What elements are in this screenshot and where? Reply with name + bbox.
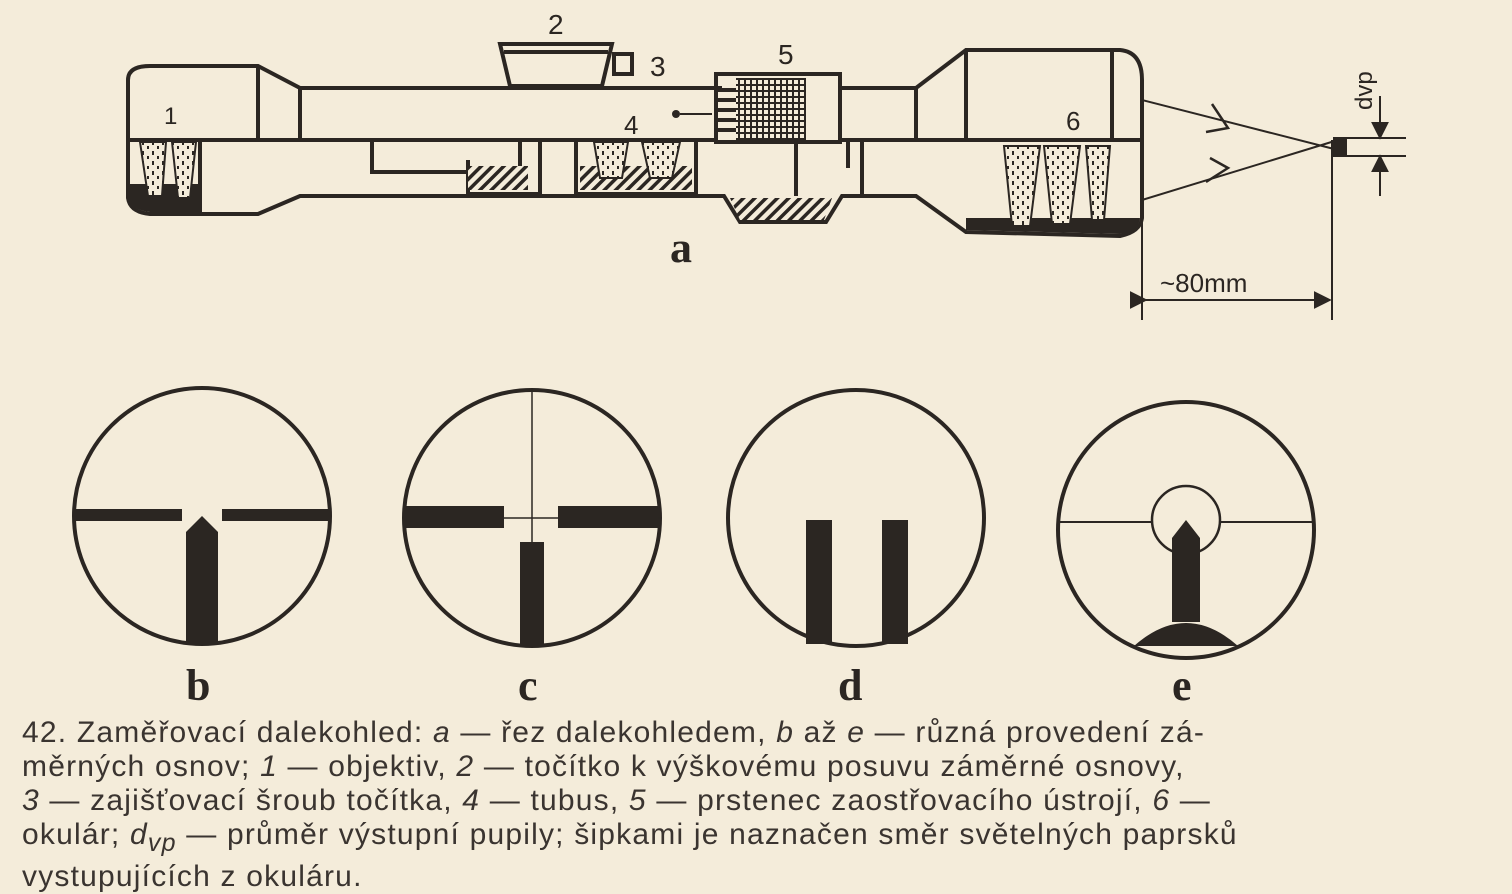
reticle-d: [726, 388, 986, 648]
ocular-housing: [840, 48, 1144, 142]
label-6: 6: [1066, 106, 1080, 136]
locking-screw: [612, 52, 634, 76]
light-rays: [1129, 96, 1406, 320]
reticle-b: [72, 386, 332, 646]
label-c: c: [518, 661, 538, 710]
label-distance: ~80mm: [1160, 268, 1247, 298]
label-a: a: [670, 223, 692, 272]
label-1: 1: [164, 103, 177, 130]
label-2: 2: [548, 9, 564, 40]
scope-figure: 1 2 3 4 5 6 dvp ~80mm a b c d: [72, 9, 1406, 710]
label-e: e: [1172, 661, 1192, 710]
objective-housing: [126, 64, 302, 142]
scope-cross-section: [126, 42, 1144, 239]
reticle-e: [1056, 400, 1316, 660]
reticle-c: [402, 388, 662, 648]
caption-line-5: vystupujících z okuláru.: [22, 860, 363, 893]
main-tube: [300, 86, 722, 142]
scope-labels: 1 2 3 4 5 6 dvp ~80mm a: [164, 9, 1378, 298]
label-3: 3: [650, 51, 666, 82]
reticle-labels: b c d e: [186, 661, 1192, 710]
figure-caption: 42. Zaměřovací dalekohled: a — řez dalek…: [22, 716, 1492, 894]
label-b: b: [186, 661, 210, 710]
caption-line-1: 42. Zaměřovací dalekohled: a — řez dalek…: [22, 716, 1206, 749]
scope-fills: [128, 110, 1140, 234]
label-d: d: [838, 661, 862, 710]
label-dvp: dvp: [1351, 71, 1378, 110]
label-4: 4: [624, 110, 638, 140]
label-5: 5: [778, 39, 794, 70]
elevation-turret: [497, 42, 615, 88]
caption-line-3: 3 — zajišťovací šroub točítka, 4 — tubus…: [22, 784, 1211, 817]
caption-line-2: měrných osnov; 1 — objektiv, 2 — točítko…: [22, 750, 1185, 783]
caption-line-4: okulár; dvp — průměr výstupní pupily; ši…: [22, 818, 1238, 857]
